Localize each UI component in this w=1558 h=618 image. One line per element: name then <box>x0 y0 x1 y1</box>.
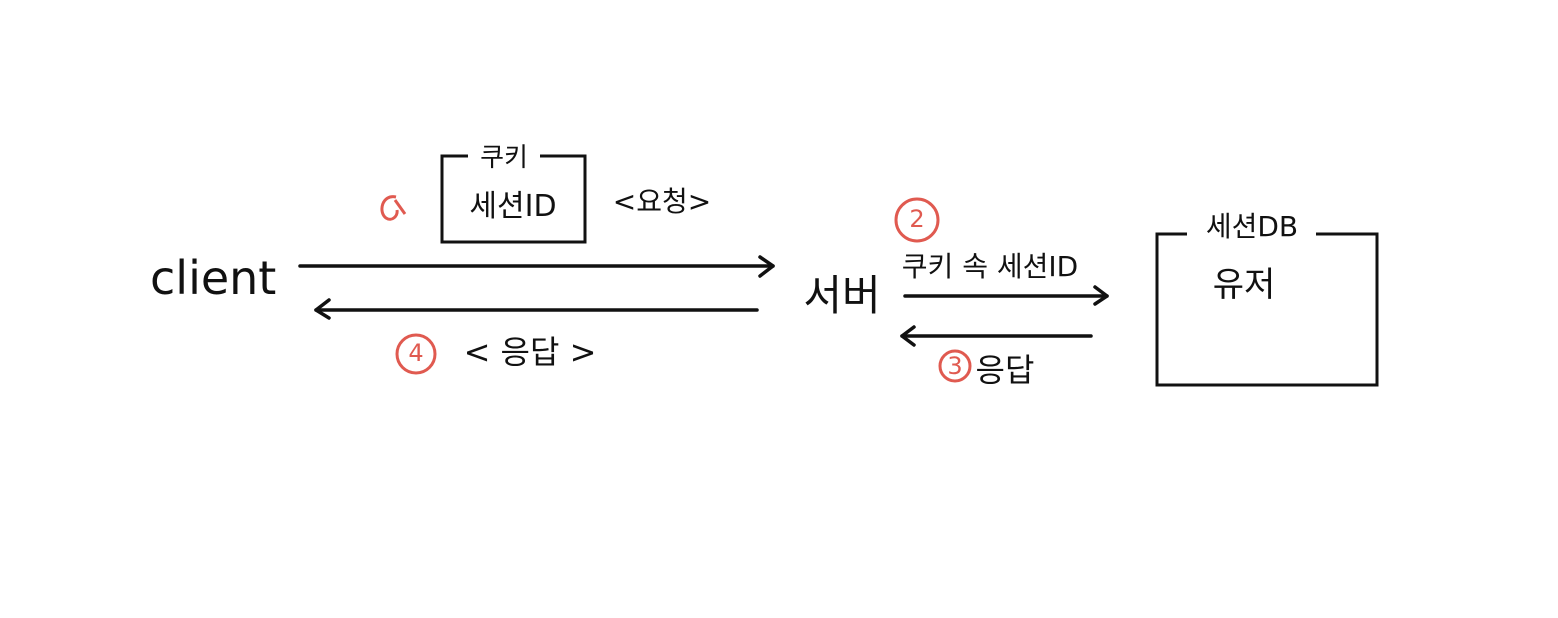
client-label: client <box>150 251 276 305</box>
step-3-marker: 3 <box>938 349 972 383</box>
request-arrow <box>298 255 775 278</box>
step-2-marker: 2 <box>894 197 940 243</box>
cookie-box: 쿠키 세션ID <box>440 143 587 244</box>
lookup-arrow <box>903 285 1109 306</box>
step-2-number: 2 <box>909 205 924 233</box>
server-label: 서버 <box>803 271 880 320</box>
cookie-title: 쿠키 <box>480 143 528 173</box>
request-label: <요청> <box>613 185 711 218</box>
step-3-number: 3 <box>947 352 962 380</box>
lookup-label: 쿠키 속 세션ID <box>902 250 1078 283</box>
step-4-number: 4 <box>408 339 423 367</box>
session-db-content: 유저 <box>1213 265 1276 305</box>
db-response-arrow <box>900 325 1093 347</box>
response-label: < 응답 > <box>464 333 597 371</box>
step-1-marker <box>380 195 407 221</box>
session-db-box: 세션DB 유저 <box>1155 210 1379 387</box>
step-4-marker: 4 <box>395 333 437 375</box>
db-response-label: 응답 <box>976 351 1035 389</box>
cookie-content: 세션ID <box>469 189 556 224</box>
session-db-title: 세션DB <box>1206 210 1298 243</box>
response-arrow <box>314 298 759 320</box>
